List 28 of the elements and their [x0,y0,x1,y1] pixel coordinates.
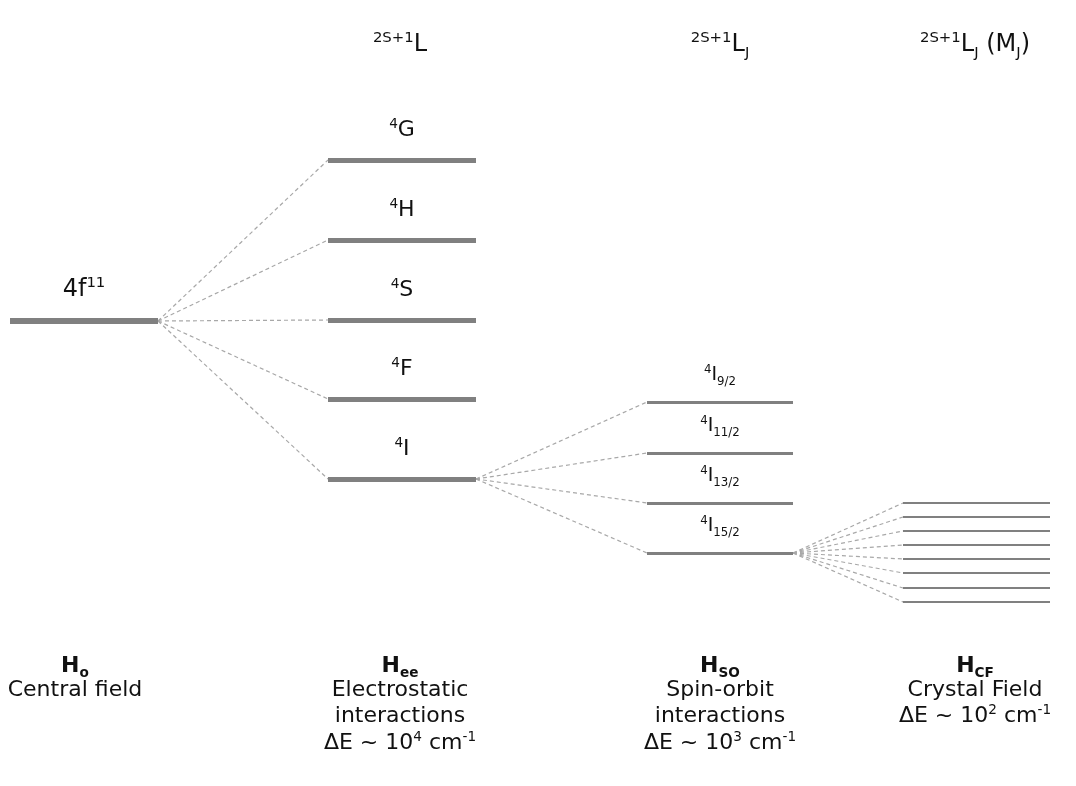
connector-line [475,452,648,480]
term-symbol-heading: $^{2S+1}$L [371,30,429,56]
hamiltonian-symbol: H$_{CF}$ [956,652,994,678]
level-label: $^{4}$G [389,117,415,140]
connector-line [792,552,904,589]
description-text: ΔE ~ 10$^{4}$ cm$^{-1}$ [322,729,478,755]
level-label: 4f$^{11}$ [62,276,106,300]
connector-line [157,159,329,322]
level-label: $^{4}$F [391,356,413,379]
connector-line [792,552,904,603]
level-label: $^{4}$H [389,197,415,220]
connector-line [157,320,329,480]
description-text: ΔE ~ 10$^{3}$ cm$^{-1}$ [642,729,798,755]
connector-line [157,239,329,322]
description-text: Crystal Field [906,676,1044,702]
connector-line [157,319,329,322]
hamiltonian-symbol: H$_{ee}$ [381,652,419,678]
hamiltonian-symbol: H$_{SO}$ [700,652,740,678]
description-text: ΔE ~ 10$^{2}$ cm$^{-1}$ [897,702,1053,728]
connector-line [475,478,648,554]
connector-line [792,552,904,560]
level-label: $^{4}$S [390,277,414,300]
connector-line [475,401,648,480]
hamiltonian-symbol: H$_{o}$ [61,652,90,678]
connector-line [792,516,904,554]
connector-line [157,320,329,400]
description-text: Central field [6,676,144,702]
level-label: $^{4}$I [394,436,410,459]
